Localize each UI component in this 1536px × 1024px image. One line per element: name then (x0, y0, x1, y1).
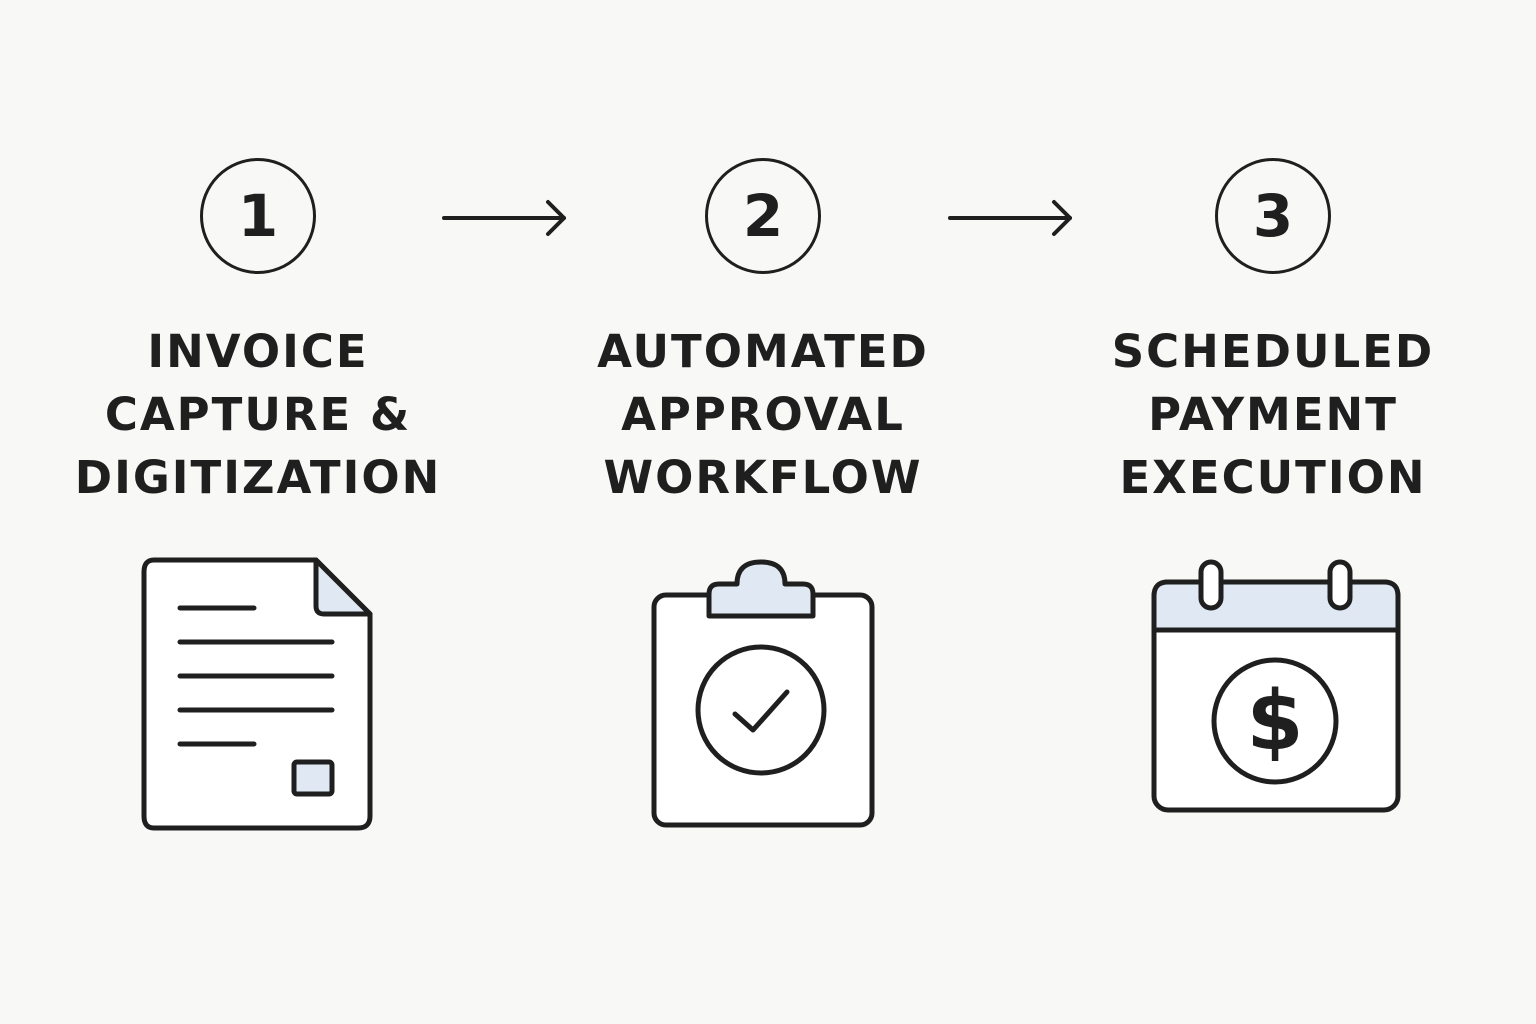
step-3: 3 SCHEDULED PAYMENT EXECUTION $ (1063, 0, 1483, 1024)
step-title-line: AUTOMATED (597, 325, 929, 378)
step-title-line: EXECUTION (1119, 451, 1427, 504)
step-title: SCHEDULED PAYMENT EXECUTION (1063, 320, 1483, 509)
arrow-right-icon (442, 200, 566, 236)
step-number-circle: 1 (200, 158, 316, 274)
step-number: 3 (1252, 182, 1294, 250)
step-title: INVOICE CAPTURE & DIGITIZATION (48, 320, 468, 509)
step-title-line: APPROVAL (621, 388, 905, 441)
step-number-circle: 2 (705, 158, 821, 274)
document-icon (141, 557, 373, 831)
step-title-line: DIGITIZATION (74, 451, 442, 504)
clipboard-check-icon (651, 559, 875, 828)
step-number-circle: 3 (1215, 158, 1331, 274)
calendar-dollar-icon: $ (1151, 559, 1401, 813)
step-title-line: SCHEDULED (1111, 325, 1435, 378)
step-1: 1 INVOICE CAPTURE & DIGITIZATION (48, 0, 468, 1024)
step-title-line: PAYMENT (1148, 388, 1398, 441)
step-2: 2 AUTOMATED APPROVAL WORKFLOW (553, 0, 973, 1024)
step-number: 2 (742, 182, 784, 250)
step-title-line: WORKFLOW (603, 451, 923, 504)
arrow-right-icon (948, 200, 1072, 236)
step-title-line: CAPTURE & (104, 388, 412, 441)
step-title-line: INVOICE (147, 325, 369, 378)
step-number: 1 (237, 182, 279, 250)
dollar-sign-icon: $ (1246, 674, 1303, 769)
step-title: AUTOMATED APPROVAL WORKFLOW (553, 320, 973, 509)
